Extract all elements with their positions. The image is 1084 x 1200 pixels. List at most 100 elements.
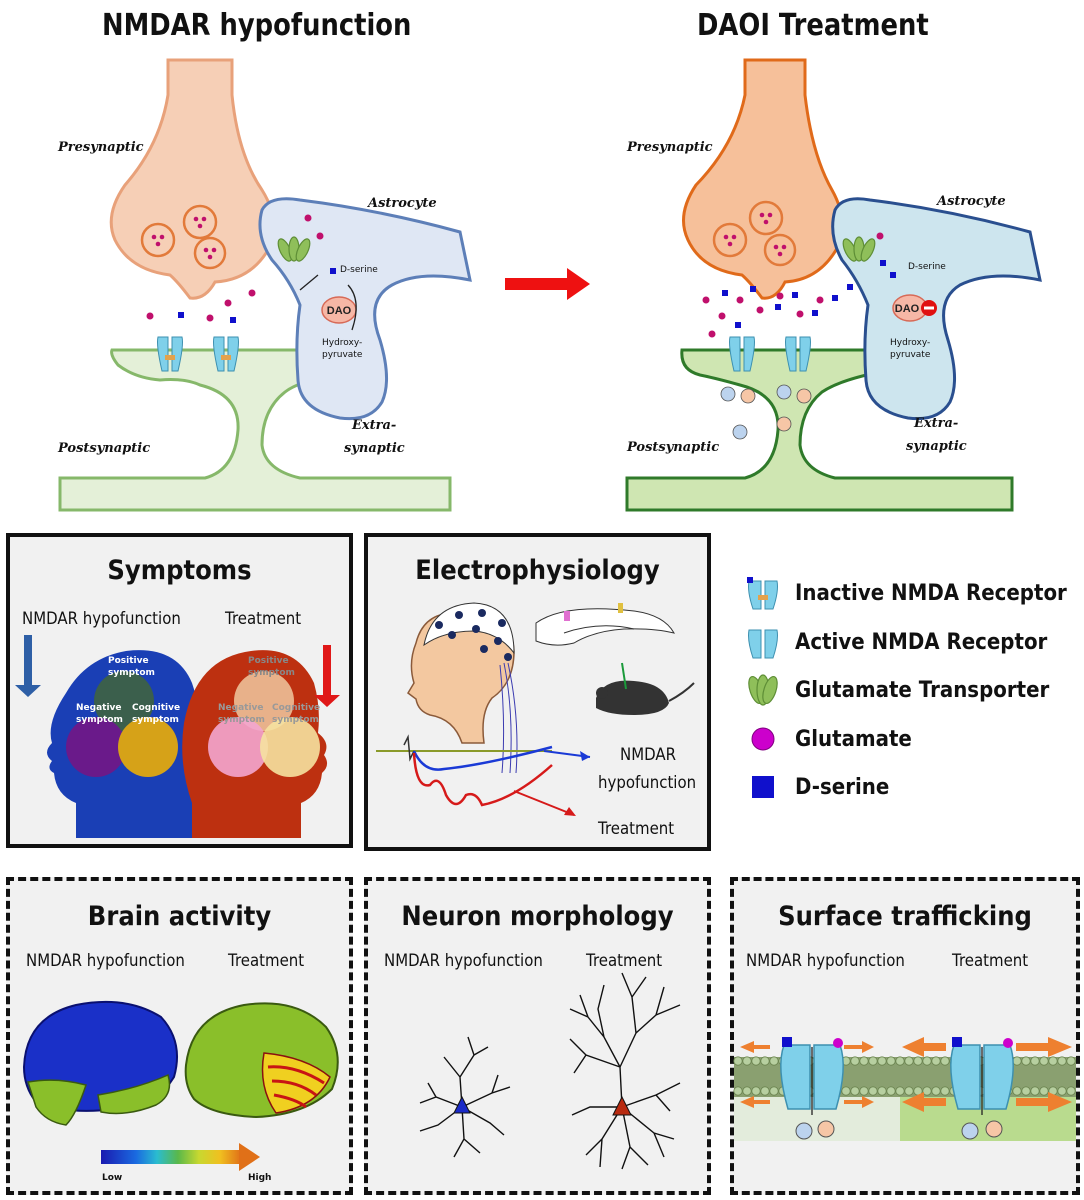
trafficking-title: Surface trafficking [778,901,1032,932]
morphology-left-label: NMDAR hypofunction [384,951,543,971]
symptoms-right-cognitive-1: Cognitive [272,703,321,713]
right-title: DAOI Treatment [697,8,929,43]
lipid-head [733,1086,743,1096]
lipid-head [1066,1086,1076,1096]
symptoms-left-positive-2: symptom [108,668,155,678]
lipid-head [868,1056,878,1066]
svg-text:DAO: DAO [895,303,920,315]
brain-left-label: NMDAR hypofunction [26,951,185,971]
lipid-head [1039,1056,1049,1066]
lipid-head [850,1056,860,1066]
trafficking-illustration [733,1037,1076,1141]
glutamate-transporter-icon [748,674,778,706]
label-extra-left-1: Extra- [352,418,397,433]
legend-label-transporter: Glutamate Transporter [795,677,1050,703]
label-presynaptic-right: Presynaptic [627,140,713,155]
lipid-head [877,1056,887,1066]
lipid-head [895,1056,905,1066]
active-nmda-receptor-icon [748,629,778,659]
symptoms-right-positive-2: symptom [248,668,295,678]
lipid-head [733,1056,743,1066]
electro-treatment: Treatment [598,819,675,839]
lipid-head [751,1056,761,1066]
scale-high-label: High [248,1173,272,1183]
electrophysiology-title: Electrophysiology [415,555,660,586]
symptoms-right-negative-1: Negative [218,703,264,713]
symptoms-right-cognitive-2: symptom [272,715,319,725]
label-extra-right-2: synaptic [906,439,967,454]
scale-low-label: Low [102,1173,123,1183]
label-presynaptic-left: Presynaptic [58,140,144,155]
lipid-head [1030,1086,1040,1096]
legend-d-serine: D-serine [745,769,900,805]
symptoms-panel: Symptoms NMDAR hypofunction Treatment Po… [6,533,353,848]
symptoms-right-negative-2: symptom [218,715,265,725]
legend-inactive-nmda-receptor: Inactive NMDA Receptor [745,575,1084,611]
lipid-head [859,1086,869,1096]
lipid-head [940,1086,950,1096]
d-serine-icon [752,776,774,798]
label-postsynaptic-right: Postsynaptic [627,440,720,455]
lipid-head [886,1086,896,1096]
symptoms-heads [15,635,340,838]
legend-label-dserine: D-serine [795,774,890,800]
label-astrocyte-left: Astrocyte [368,196,437,211]
surface-trafficking-panel: Surface trafficking NMDAR hypofunction T… [730,877,1080,1195]
brain-title: Brain activity [87,901,272,932]
lipid-head [1048,1056,1058,1066]
label-dserine-left: D-serine [340,265,378,275]
lipid-head [859,1056,869,1066]
lipid-head [841,1086,851,1096]
label-hydroxy-right-1: Hydroxy- [890,338,931,348]
brain-illustration [22,1000,339,1171]
lipid-head [760,1056,770,1066]
legend-label-glutamate: Glutamate [795,726,912,752]
lipid-head [1012,1056,1022,1066]
lipid-head [1021,1056,1031,1066]
lipid-head [1039,1086,1049,1096]
lipid-head [1057,1056,1067,1066]
left-title: NMDAR hypofunction [102,8,412,43]
left-synapse-diagram: DAO DAO [58,58,1042,512]
lipid-head [742,1056,752,1066]
trafficking-left-label: NMDAR hypofunction [746,951,905,971]
label-hydroxy-left-1: Hydroxy- [322,338,363,348]
lipid-head [940,1056,950,1066]
lipid-head [913,1056,923,1066]
legend-glutamate-transporter: Glutamate Transporter [745,672,1078,708]
electrophysiology-illustration [376,602,695,816]
symptoms-left-negative-2: symptom [76,715,123,725]
symptoms-left-cognitive-1: Cognitive [132,703,181,713]
symptoms-left-negative-1: Negative [76,703,122,713]
neuron-illustration [419,972,681,1170]
label-hydroxy-right-2: pyruvate [890,350,931,360]
legend-label-active: Active NMDA Receptor [795,629,1048,655]
glutamate-icon [751,727,775,751]
symptoms-left-label: NMDAR hypofunction [22,609,181,629]
lipid-head [922,1056,932,1066]
lipid-head [877,1086,887,1096]
lipid-head [769,1086,779,1096]
lipid-head [931,1056,941,1066]
lipid-head [751,1086,761,1096]
label-hydroxy-left-2: pyruvate [322,350,363,360]
label-extra-right-1: Extra- [914,416,959,431]
lipid-head [931,1086,941,1096]
lipid-head [886,1056,896,1066]
morphology-right-label: Treatment [586,951,663,971]
label-postsynaptic-left: Postsynaptic [58,441,151,456]
lipid-head [904,1056,914,1066]
morphology-title: Neuron morphology [401,901,674,932]
electrophysiology-panel: Electrophysiology NMDAR hypofunction Tre… [364,533,711,851]
lipid-head [1030,1056,1040,1066]
lipid-head [1012,1086,1022,1096]
symptoms-left-positive-1: Positive [108,656,149,666]
symptoms-right-label: Treatment [225,609,302,629]
electro-nmdar-line1: NMDAR [620,745,676,765]
lipid-head [868,1086,878,1096]
brain-right-label: Treatment [228,951,305,971]
svg-text:DAO: DAO [327,305,352,317]
lipid-head [1021,1086,1031,1096]
lipid-head [760,1086,770,1096]
label-dserine-right: D-serine [908,262,946,272]
